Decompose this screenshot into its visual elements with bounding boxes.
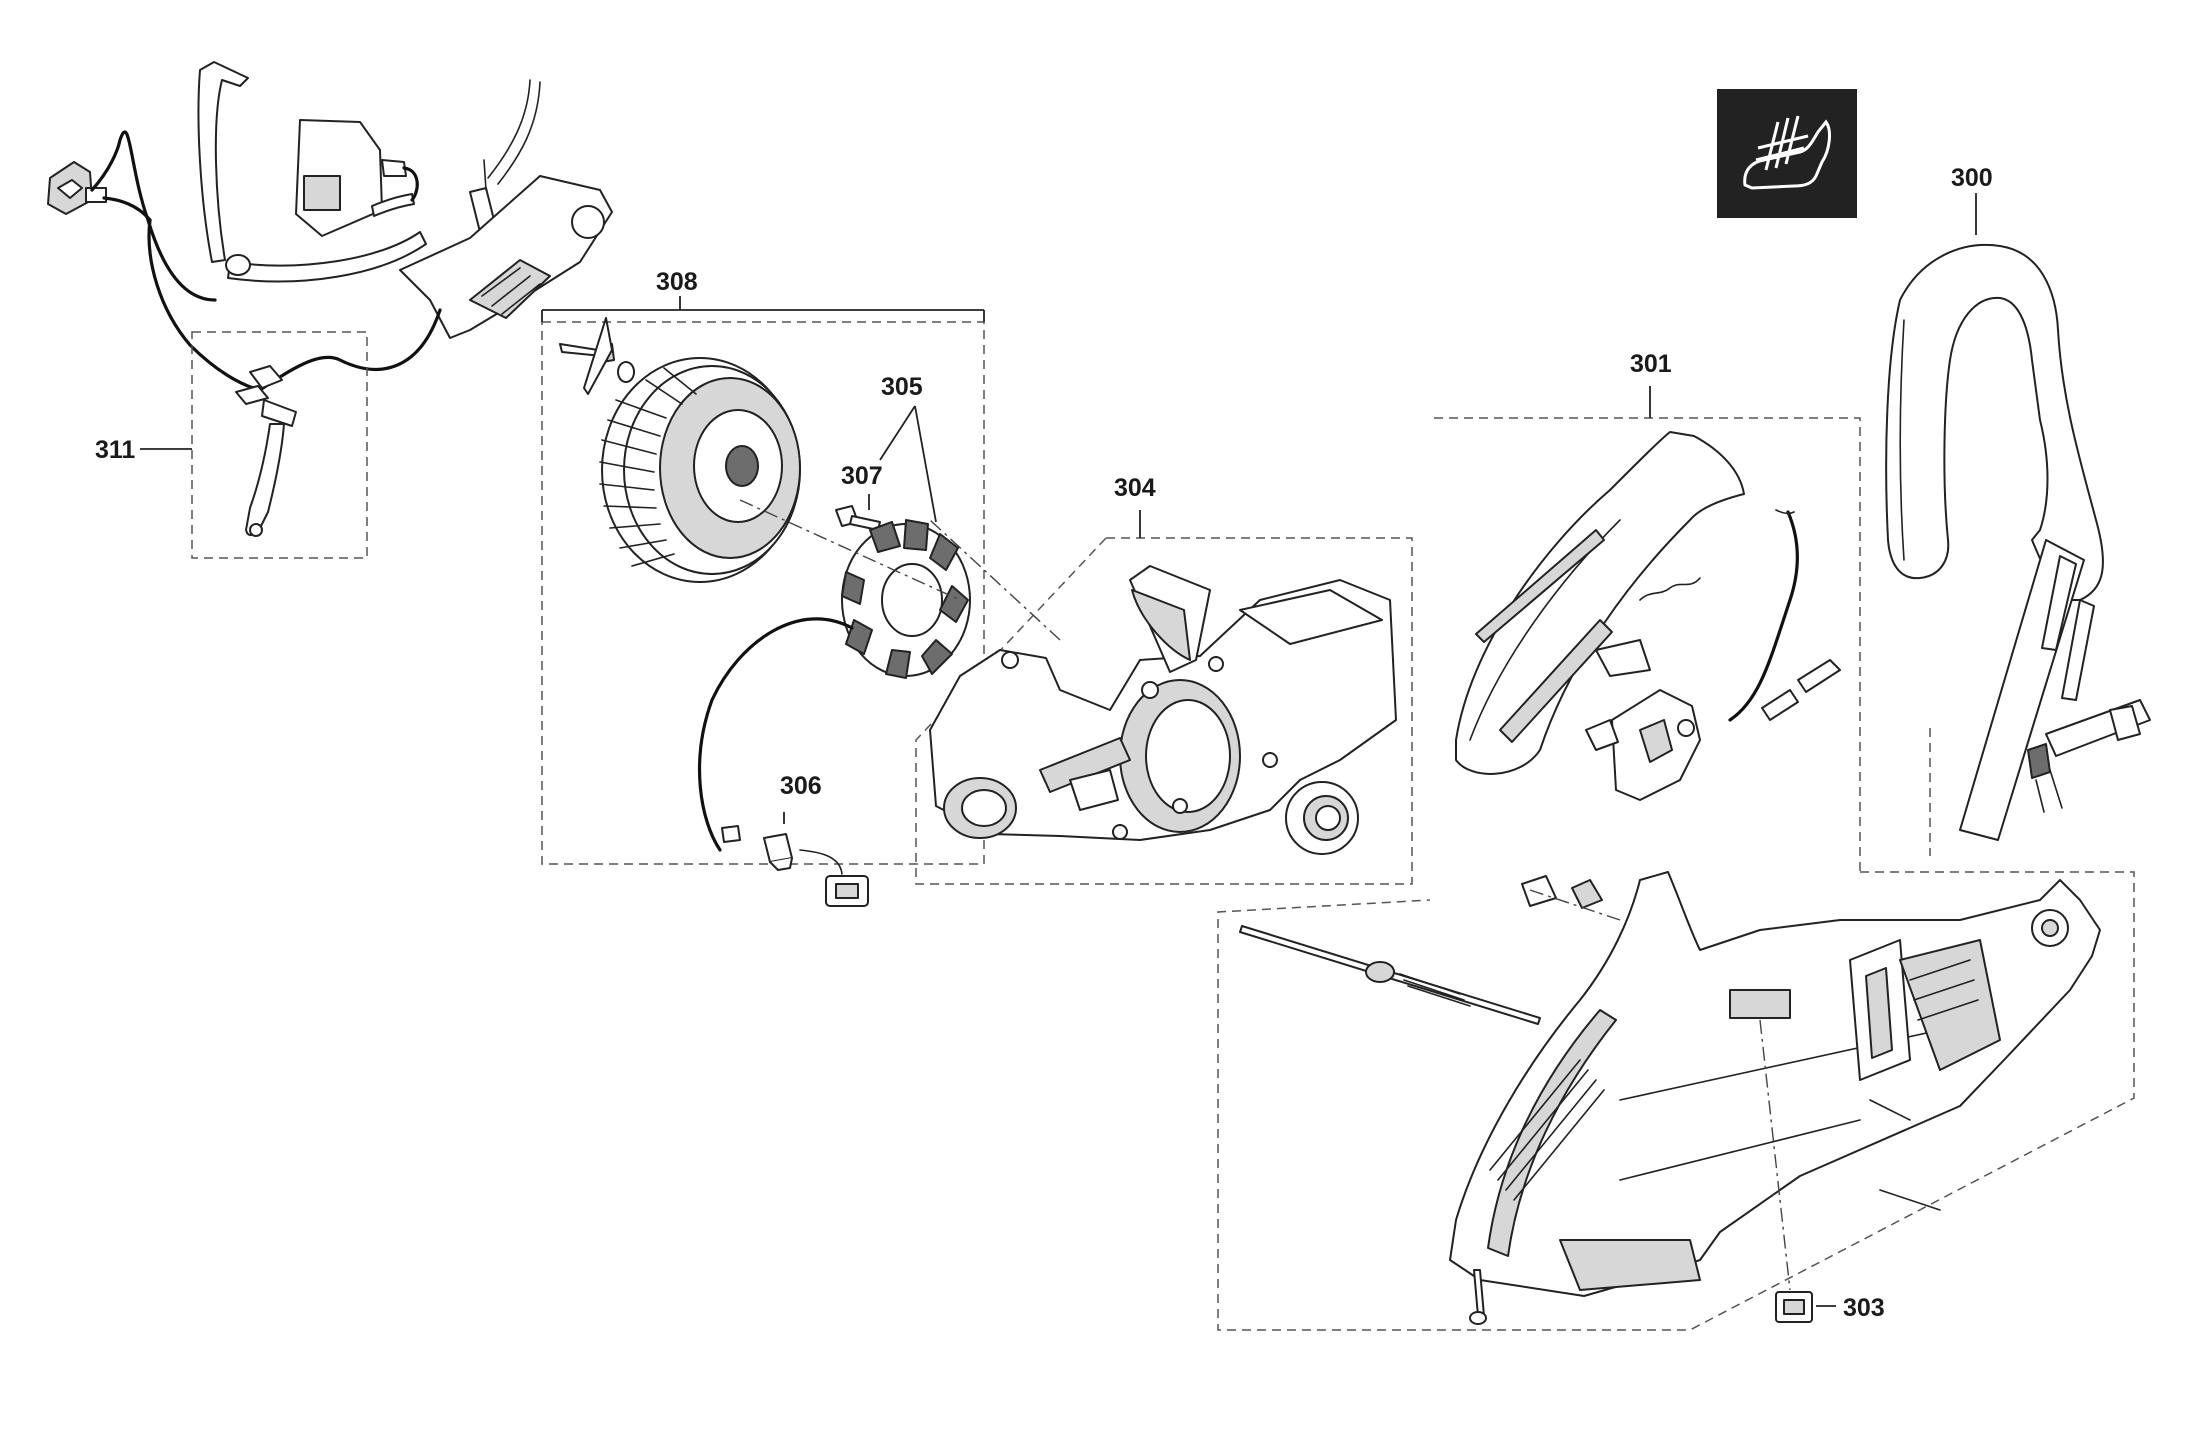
part-301-group [1434, 386, 1861, 872]
part-311-group [140, 331, 368, 559]
part-306-group [721, 812, 869, 907]
label-306: 306 [780, 772, 822, 800]
rear-handle-housing [1217, 871, 2135, 1331]
label-303: 303 [1843, 1294, 1885, 1322]
part-308-group [541, 296, 985, 865]
label-304: 304 [1114, 474, 1156, 502]
label-311: 311 [95, 436, 135, 464]
label-300: 300 [1951, 164, 1993, 192]
label-301: 301 [1630, 350, 1672, 378]
part-304-group [915, 510, 1413, 885]
heated-handle-icon [1717, 89, 1857, 218]
label-307: 307 [841, 462, 883, 490]
part-305-group [697, 405, 971, 852]
wiring-harness-assembly [47, 61, 613, 392]
label-305: 305 [881, 373, 923, 401]
part-300-group [1885, 193, 2151, 856]
label-308: 308 [656, 268, 698, 296]
part-303-group [1775, 1291, 1836, 1323]
